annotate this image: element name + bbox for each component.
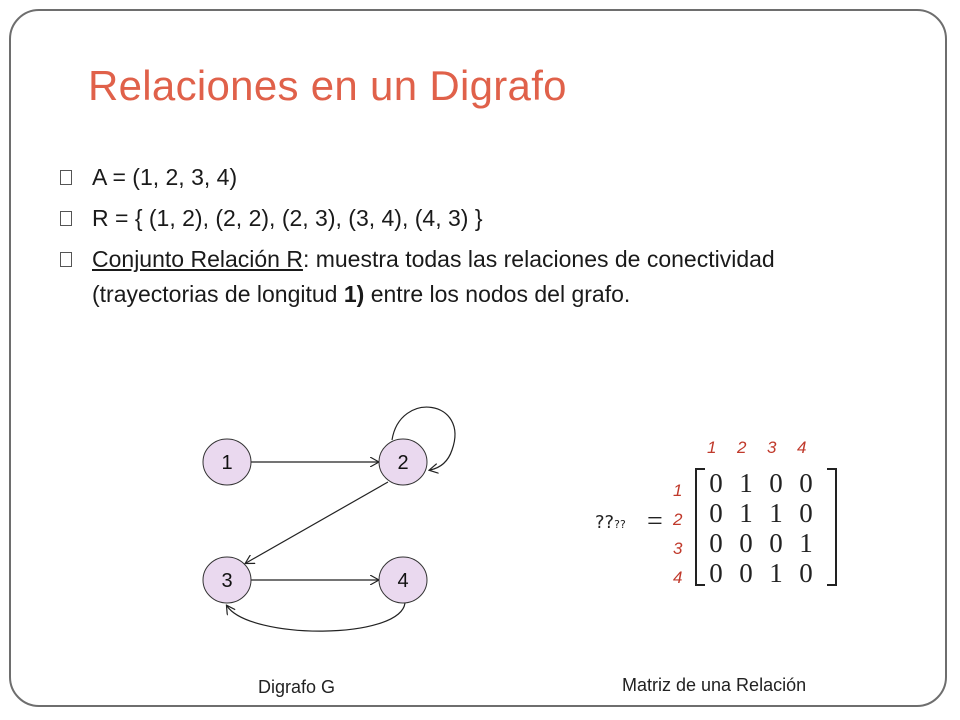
graph-node xyxy=(378,438,428,486)
slide-title: Relaciones en un Digrafo xyxy=(88,62,567,109)
matrix-cell: 0 xyxy=(769,528,783,558)
matrix-cell: 0 xyxy=(799,468,813,498)
matrix-cell: 1 xyxy=(769,498,783,528)
graph-node xyxy=(202,556,252,604)
matrix-col-label: 2 xyxy=(737,438,747,457)
equals-sign: = xyxy=(647,506,663,537)
matrix-cell: 0 xyxy=(799,498,813,528)
node-label: 4 xyxy=(397,570,408,592)
slide-frame xyxy=(9,9,947,707)
bullet-text: : muestra todas las relaciones de conect… xyxy=(92,246,775,307)
node-label: 1 xyxy=(221,452,232,474)
bullet-relation-set: Conjunto Relación R: muestra todas las r… xyxy=(60,242,820,312)
matrix-cell: 1 xyxy=(799,528,813,558)
matrix-cell: 1 xyxy=(739,468,753,498)
matrix-caption: Matriz de una Relación xyxy=(622,675,807,695)
matrix-cell: 0 xyxy=(799,558,813,588)
relation-matrix: 1 2 3 4 1 2 3 4 ???? = 0 1 0 0 0 1 1 0 0… xyxy=(595,438,865,598)
matrix-cell: 0 xyxy=(739,558,753,588)
matrix-cell: 0 xyxy=(709,498,723,528)
bullet-text: A = (1, 2, 3, 4) xyxy=(92,164,238,190)
graph-node xyxy=(378,556,428,604)
matrix-row-label: 2 xyxy=(673,510,683,529)
bold-length: 1) xyxy=(343,281,365,307)
edge-2-3 xyxy=(246,481,389,563)
underlined-term: Conjunto Relación R xyxy=(92,246,303,272)
matrix-cell: 0 xyxy=(709,528,723,558)
matrix-row-label: 3 xyxy=(673,539,683,558)
matrix-col-label: 4 xyxy=(797,438,807,457)
matrix-col-label: 1 xyxy=(707,438,717,457)
node-label: 2 xyxy=(397,452,408,474)
matrix-symbol-subscript: ?? xyxy=(614,518,626,531)
box-bullet-icon xyxy=(60,211,72,226)
matrix-cell: 1 xyxy=(769,558,783,588)
matrix-symbol-main: ?? xyxy=(595,512,615,533)
left-bracket xyxy=(695,468,705,586)
matrix-row-label: 1 xyxy=(673,481,683,500)
box-bullet-icon xyxy=(60,252,72,267)
graph-caption: Digrafo G xyxy=(258,677,336,697)
matrix-cell: 0 xyxy=(769,468,783,498)
matrix-cell: 1 xyxy=(739,498,753,528)
matrix-col-label: 3 xyxy=(767,438,777,457)
matrix-cell: 0 xyxy=(709,558,723,588)
matrix-row-label: 4 xyxy=(673,568,683,587)
bullet-text: entre los nodos del grafo. xyxy=(364,281,631,307)
bullet-relation-r: R = { (1, 2), (2, 2), (2, 3), (3, 4), (4… xyxy=(60,201,820,236)
bullet-text: R = { (1, 2), (2, 2), (2, 3), (3, 4), (4… xyxy=(92,205,483,231)
bullet-set-a: A = (1, 2, 3, 4) xyxy=(60,160,820,195)
matrix-symbol: ???? xyxy=(595,512,626,533)
graph-node xyxy=(202,438,252,486)
matrix-cell: 0 xyxy=(739,528,753,558)
node-label: 3 xyxy=(221,570,232,592)
edge-2-2 xyxy=(391,406,456,470)
bullet-list: A = (1, 2, 3, 4) R = { (1, 2), (2, 2), (… xyxy=(60,160,820,318)
matrix-cell: 0 xyxy=(709,468,723,498)
edge-4-3 xyxy=(227,602,406,632)
box-bullet-icon xyxy=(60,170,72,185)
right-bracket xyxy=(827,468,837,586)
